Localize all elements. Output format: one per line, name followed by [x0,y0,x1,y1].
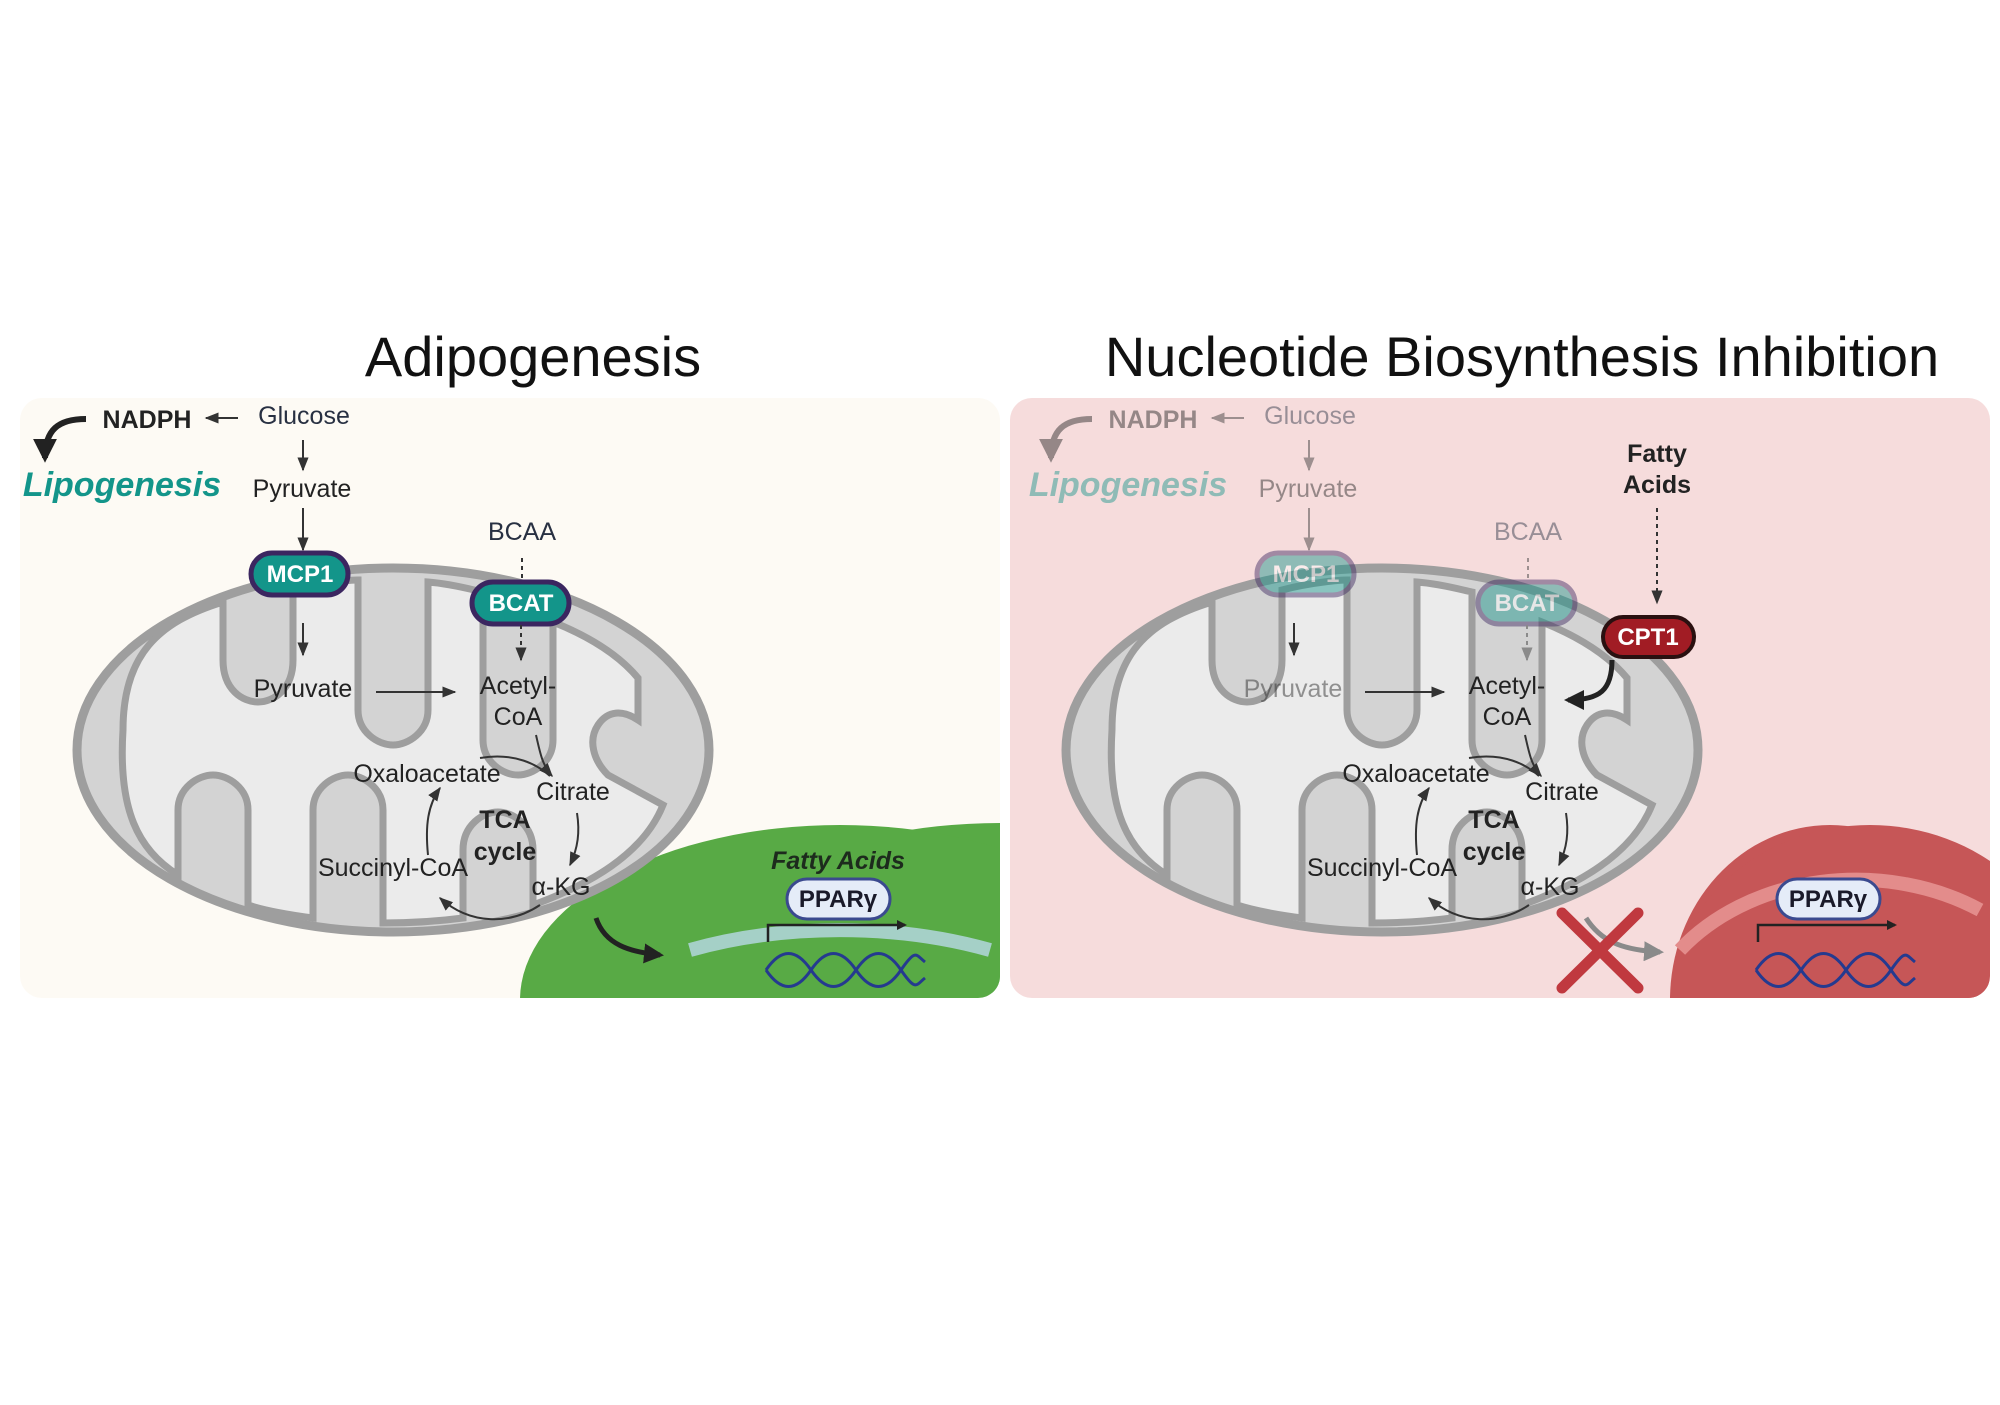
ppar-label: PPARγ [799,886,878,913]
succinylcoa-label: Succinyl-CoA [318,854,468,882]
tca-label-line2-right: cycle [1463,838,1526,866]
bcaa-label-faded: BCAA [1494,518,1562,546]
acetylcoa-label-line1: Acetyl- [480,672,556,700]
bcat-label-faded: BCAT [1495,590,1560,617]
arrow-oxaloacetate-citrate-right [1468,755,1540,777]
right-panel: Nucleotide Biosynthesis Inhibition NADPH… [1010,325,1990,998]
fatty-acids-label-line1: Fatty [1627,440,1687,468]
faded-pathway-group: NADPH Glucose Lipogenesis Pyruvate BCAA … [1029,402,1578,703]
mcp1-transporter-faded: MCP1 [1254,550,1357,598]
bcat-label: BCAT [489,590,554,617]
right-panel-title: Nucleotide Biosynthesis Inhibition [1105,325,1939,388]
acetylcoa-label-line2-right: CoA [1483,703,1532,731]
cpt1-enzyme: CPT1 [1601,615,1696,659]
lipogenesis-label: Lipogenesis [23,466,221,504]
arrow-nadph-lipogenesis [33,416,87,463]
left-panel: Adipogenesis NADPH Glucose Lipogenesis P… [20,325,1000,998]
succinylcoa-label-right: Succinyl-CoA [1307,854,1457,882]
tca-label-line1: TCA [479,806,530,834]
arrow-cpt1-acetylcoa [1564,659,1615,710]
oxaloacetate-label: Oxaloacetate [353,760,500,788]
arrow-nadph-lipogenesis-faded [1039,416,1093,463]
arrow-citrate-akg [569,812,581,867]
pyruvate-cytosol-label: Pyruvate [253,475,352,503]
pyruvate-mito-label-faded: Pyruvate [1244,675,1343,703]
tca-label-line1-right: TCA [1468,806,1519,834]
transcription-arrow-icon [766,920,907,942]
citrate-label: Citrate [536,778,610,806]
mcp1-label-faded: MCP1 [1273,561,1340,588]
glucose-label: Glucose [258,402,350,430]
arrow-succinylcoa-oxaloacetate-right [1414,786,1430,856]
fatty-acids-label-line2: Acids [1623,471,1691,499]
lipogenesis-label-faded: Lipogenesis [1029,466,1227,504]
pyruvate-mito-label: Pyruvate [254,675,353,703]
block-x-icon [1556,907,1644,994]
arrow-mito-to-nucleus [593,917,664,964]
mcp1-transporter: MCP1 [248,550,351,598]
akg-label: α-KG [532,873,591,901]
fatty-acids-nucleus-label: Fatty Acids [771,847,905,875]
bcat-enzyme: BCAT [469,579,572,627]
ppar-gamma-badge-right: PPARγ [1775,877,1882,921]
arrow-acetylcoa-citrate-right [1524,734,1542,778]
citrate-label-right: Citrate [1525,778,1599,806]
acetylcoa-label-line2: CoA [494,703,543,731]
nadph-label-faded: NADPH [1109,406,1198,434]
nadph-label: NADPH [103,406,192,434]
arrow-oxaloacetate-citrate [479,755,551,777]
ppar-gamma-badge: PPARγ [785,877,892,921]
left-panel-title: Adipogenesis [365,325,701,388]
arrow-citrate-akg-right [1558,812,1570,867]
cpt1-label: CPT1 [1617,624,1678,651]
mcp1-label: MCP1 [267,561,334,588]
akg-label-right: α-KG [1521,873,1580,901]
bcat-enzyme-faded: BCAT [1475,579,1578,627]
arrow-succinylcoa-oxaloacetate [425,786,441,856]
glucose-label-faded: Glucose [1264,402,1356,430]
arrow-akg-succinylcoa [438,897,541,921]
arrow-acetylcoa-citrate [535,734,553,778]
acetylcoa-label-line1-right: Acetyl- [1469,672,1545,700]
transcription-arrow-icon-right [1756,920,1897,942]
dna-icon-right [1754,952,1916,988]
pyruvate-cytosol-label-faded: Pyruvate [1259,475,1358,503]
tca-label-line2: cycle [474,838,537,866]
arrow-akg-succinylcoa-right [1427,897,1530,921]
oxaloacetate-label-right: Oxaloacetate [1342,760,1489,788]
dna-icon [764,952,926,988]
ppar-label-right: PPARγ [1789,886,1868,913]
bcaa-label: BCAA [488,518,556,546]
